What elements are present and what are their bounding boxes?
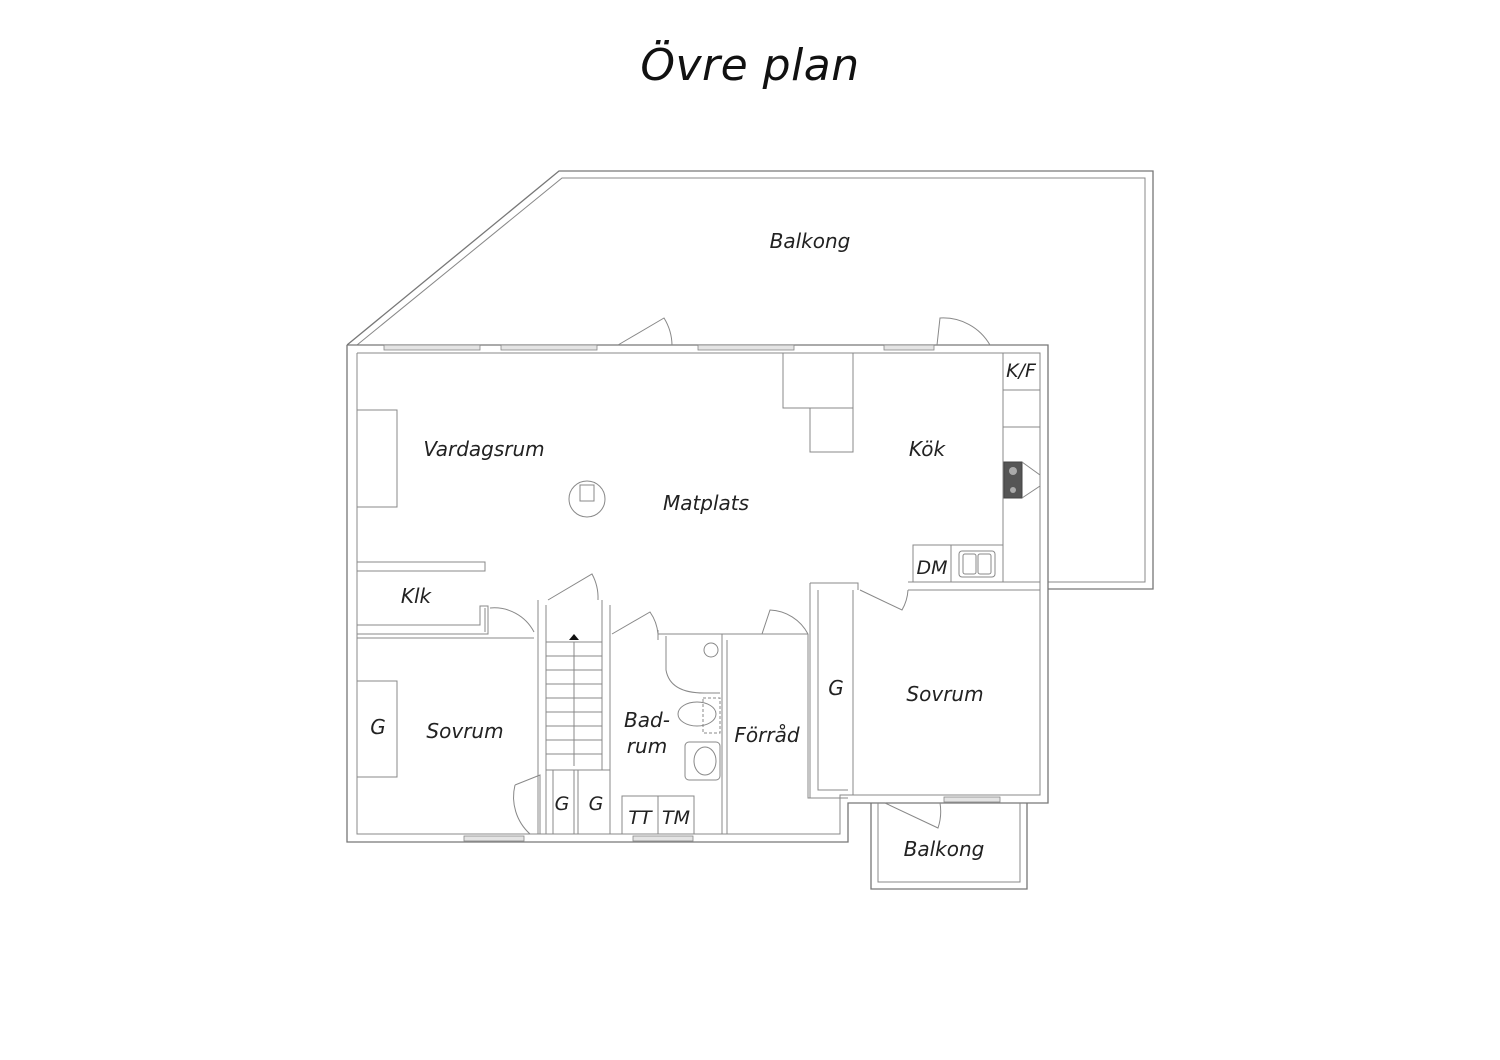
label-balkong-top: Balkong (770, 229, 851, 253)
label-badrum-2: rum (627, 734, 667, 758)
balcony-bottom-outline (870, 803, 1028, 890)
label-balkong-bottom: Balkong (904, 837, 985, 861)
label-g-right: G (828, 676, 844, 700)
label-vardagsrum: Vardagsrum (423, 437, 544, 461)
label-kok: Kök (909, 437, 947, 461)
label-dm: DM (916, 557, 947, 579)
label-forrad: Förråd (734, 723, 799, 747)
room-labels: Balkong Vardagsrum Matplats Kök K/F DM K… (370, 229, 1037, 861)
stair-arrow-icon (569, 634, 579, 640)
label-kf: K/F (1006, 360, 1037, 382)
bathroom-fixtures (621, 636, 721, 835)
label-g-left: G (370, 715, 386, 739)
furniture (356, 409, 606, 778)
balcony-top-outline (346, 170, 1154, 590)
label-tm: TM (662, 807, 690, 829)
exterior-walls (346, 344, 1049, 843)
label-g-stair-1: G (555, 793, 570, 815)
label-g-stair-2: G (589, 793, 604, 815)
floor-plan-title: Övre plan (640, 40, 860, 91)
label-badrum-1: Bad- (624, 708, 670, 732)
kitchen-fixtures (912, 352, 1041, 583)
label-matplats: Matplats (663, 491, 749, 515)
windows (383, 344, 1001, 842)
label-klk: Klk (401, 584, 433, 608)
staircase (546, 634, 602, 766)
label-sovrum-right: Sovrum (906, 682, 983, 706)
interior-walls (357, 353, 1040, 834)
doors (484, 317, 991, 835)
label-sovrum-left: Sovrum (426, 719, 503, 743)
label-tt: TT (628, 807, 653, 829)
